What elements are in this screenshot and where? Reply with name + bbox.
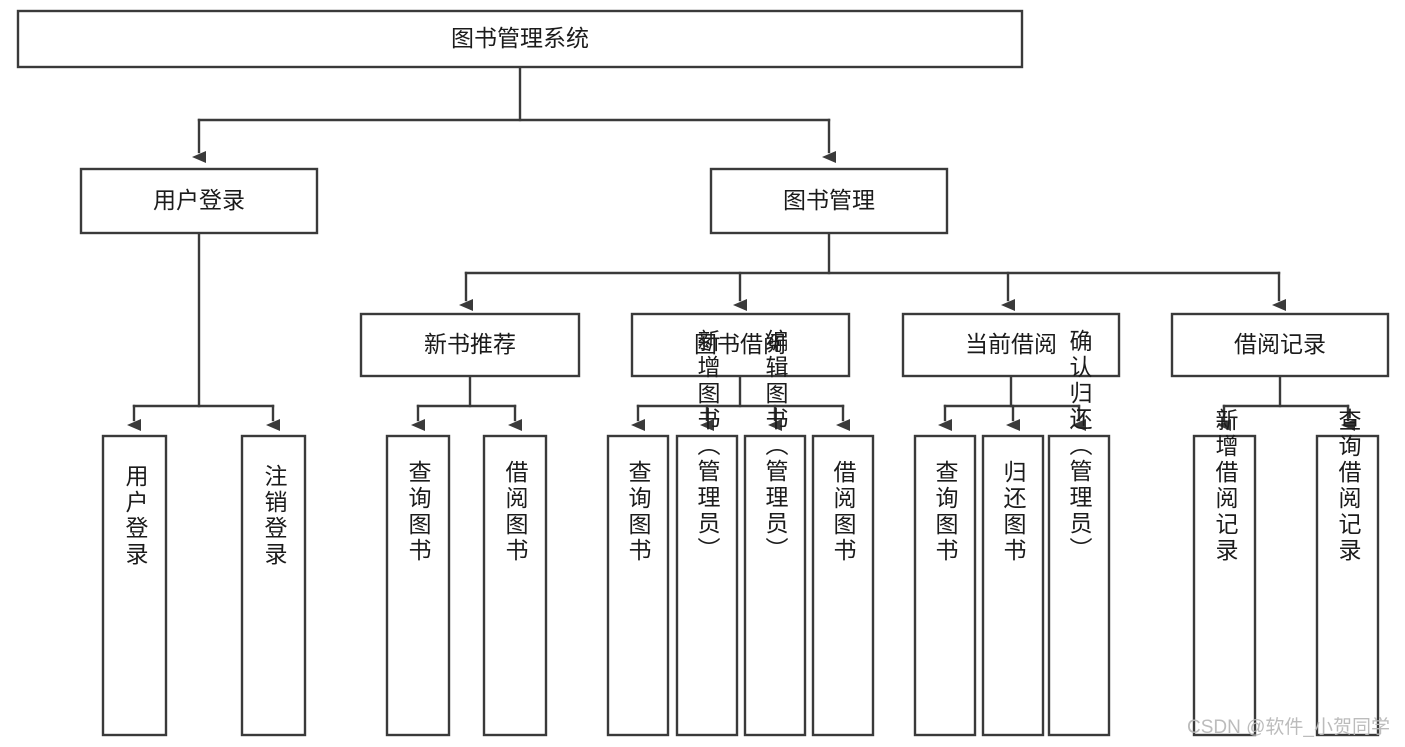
leaf-node-return-book-box	[981, 434, 1045, 737]
connector-layer	[127, 65, 1355, 431]
node-borrow-record-label: 借阅记录	[1234, 331, 1326, 357]
leaf-node-user-login-label: 用户登录	[122, 464, 149, 568]
node-book-borrow-label: 图书借阅	[694, 331, 786, 357]
leaf-node-edit-book-box	[743, 434, 807, 737]
leaf-node-user-login[interactable]: 用户登录	[101, 434, 168, 737]
leaf-node-query-book-current-box	[913, 434, 977, 737]
csdn-watermark: CSDN @软件_小贺同学	[1187, 716, 1390, 738]
node-book-management-label: 图书管理	[783, 187, 875, 213]
node-current-borrow-box	[901, 312, 1121, 378]
leaf-node-logout-box	[240, 434, 307, 737]
leaf-node-borrow-book-box	[811, 434, 875, 737]
leaf-node-add-book-box	[675, 434, 739, 737]
node-user-login-box	[79, 167, 319, 235]
node-user-login[interactable]: 用户登录	[79, 167, 319, 235]
node-current-borrow[interactable]: 当前借阅	[901, 312, 1121, 378]
node-root[interactable]: 图书管理系统	[16, 9, 1024, 69]
node-new-book-recommend-box	[359, 312, 581, 378]
leaf-node-query-book-borrow-label: 查询图书	[625, 460, 652, 564]
node-root-label: 图书管理系统	[451, 25, 589, 51]
leaf-node-query-book-recommend-label: 查询图书	[405, 460, 432, 564]
leaf-node-query-book-current-label: 查询图书	[932, 460, 959, 564]
leaf-node-query-book-recommend[interactable]: 查询图书	[385, 434, 451, 737]
leaf-node-borrow-book[interactable]: 借阅图书	[811, 434, 875, 737]
leaf-node-confirm-return-box	[1047, 434, 1111, 737]
leaf-node-add-book-label: 新增图书（管理员）	[694, 329, 721, 563]
leaf-node-add-borrow-record[interactable]: 新增借阅记录	[1192, 408, 1257, 737]
node-book-borrow[interactable]: 图书借阅	[630, 312, 851, 378]
node-book-management[interactable]: 图书管理	[709, 167, 949, 235]
node-new-book-recommend-label: 新书推荐	[424, 331, 516, 357]
node-borrow-record-box	[1170, 312, 1390, 378]
leaf-node-borrow-book-recommend[interactable]: 借阅图书	[482, 434, 548, 737]
leaf-node-logout-label: 注销登录	[261, 464, 288, 568]
leaf-node-user-login-box	[101, 434, 168, 737]
leaf-node-edit-book-label: 编辑图书（管理员）	[762, 329, 789, 563]
leaf-node-add-book[interactable]: 新增图书（管理员）	[675, 329, 739, 737]
leaf-node-edit-book[interactable]: 编辑图书（管理员）	[743, 329, 807, 737]
leaf-node-query-borrow-record-box	[1315, 434, 1380, 737]
leaf-node-borrow-book-label: 借阅图书	[830, 460, 857, 564]
leaf-node-borrow-book-recommend-label: 借阅图书	[502, 460, 529, 564]
leaf-node-query-book-borrow[interactable]: 查询图书	[606, 434, 670, 737]
leaf-node-borrow-book-recommend-box	[482, 434, 548, 737]
leaf-node-add-borrow-record-box	[1192, 434, 1257, 737]
node-new-book-recommend[interactable]: 新书推荐	[359, 312, 581, 378]
node-root-box	[16, 9, 1024, 69]
node-user-login-label: 用户登录	[153, 187, 245, 213]
node-borrow-record[interactable]: 借阅记录	[1170, 312, 1390, 378]
node-book-management-box	[709, 167, 949, 235]
node-book-borrow-box	[630, 312, 851, 378]
leaf-node-query-borrow-record-label: 查询借阅记录	[1335, 408, 1362, 564]
node-current-borrow-label: 当前借阅	[965, 331, 1057, 357]
leaf-node-add-borrow-record-label: 新增借阅记录	[1212, 408, 1239, 564]
leaf-node-query-borrow-record[interactable]: 查询借阅记录	[1315, 408, 1380, 737]
leaf-node-logout[interactable]: 注销登录	[240, 434, 307, 737]
leaf-node-return-book-label: 归还图书	[1000, 460, 1027, 564]
leaf-node-query-book-recommend-box	[385, 434, 451, 737]
leaf-layer: 用户登录 注销登录 查询图书 借阅图书 查询图书 新增图书（管理员）	[101, 329, 1380, 737]
leaf-node-query-book-current[interactable]: 查询图书	[913, 434, 977, 737]
leaf-node-return-book[interactable]: 归还图书	[981, 434, 1045, 737]
leaf-node-confirm-return[interactable]: 确认归还（管理员）	[1047, 329, 1111, 737]
leaf-node-confirm-return-label: 确认归还（管理员）	[1066, 329, 1093, 563]
leaf-node-query-book-borrow-box	[606, 434, 670, 737]
